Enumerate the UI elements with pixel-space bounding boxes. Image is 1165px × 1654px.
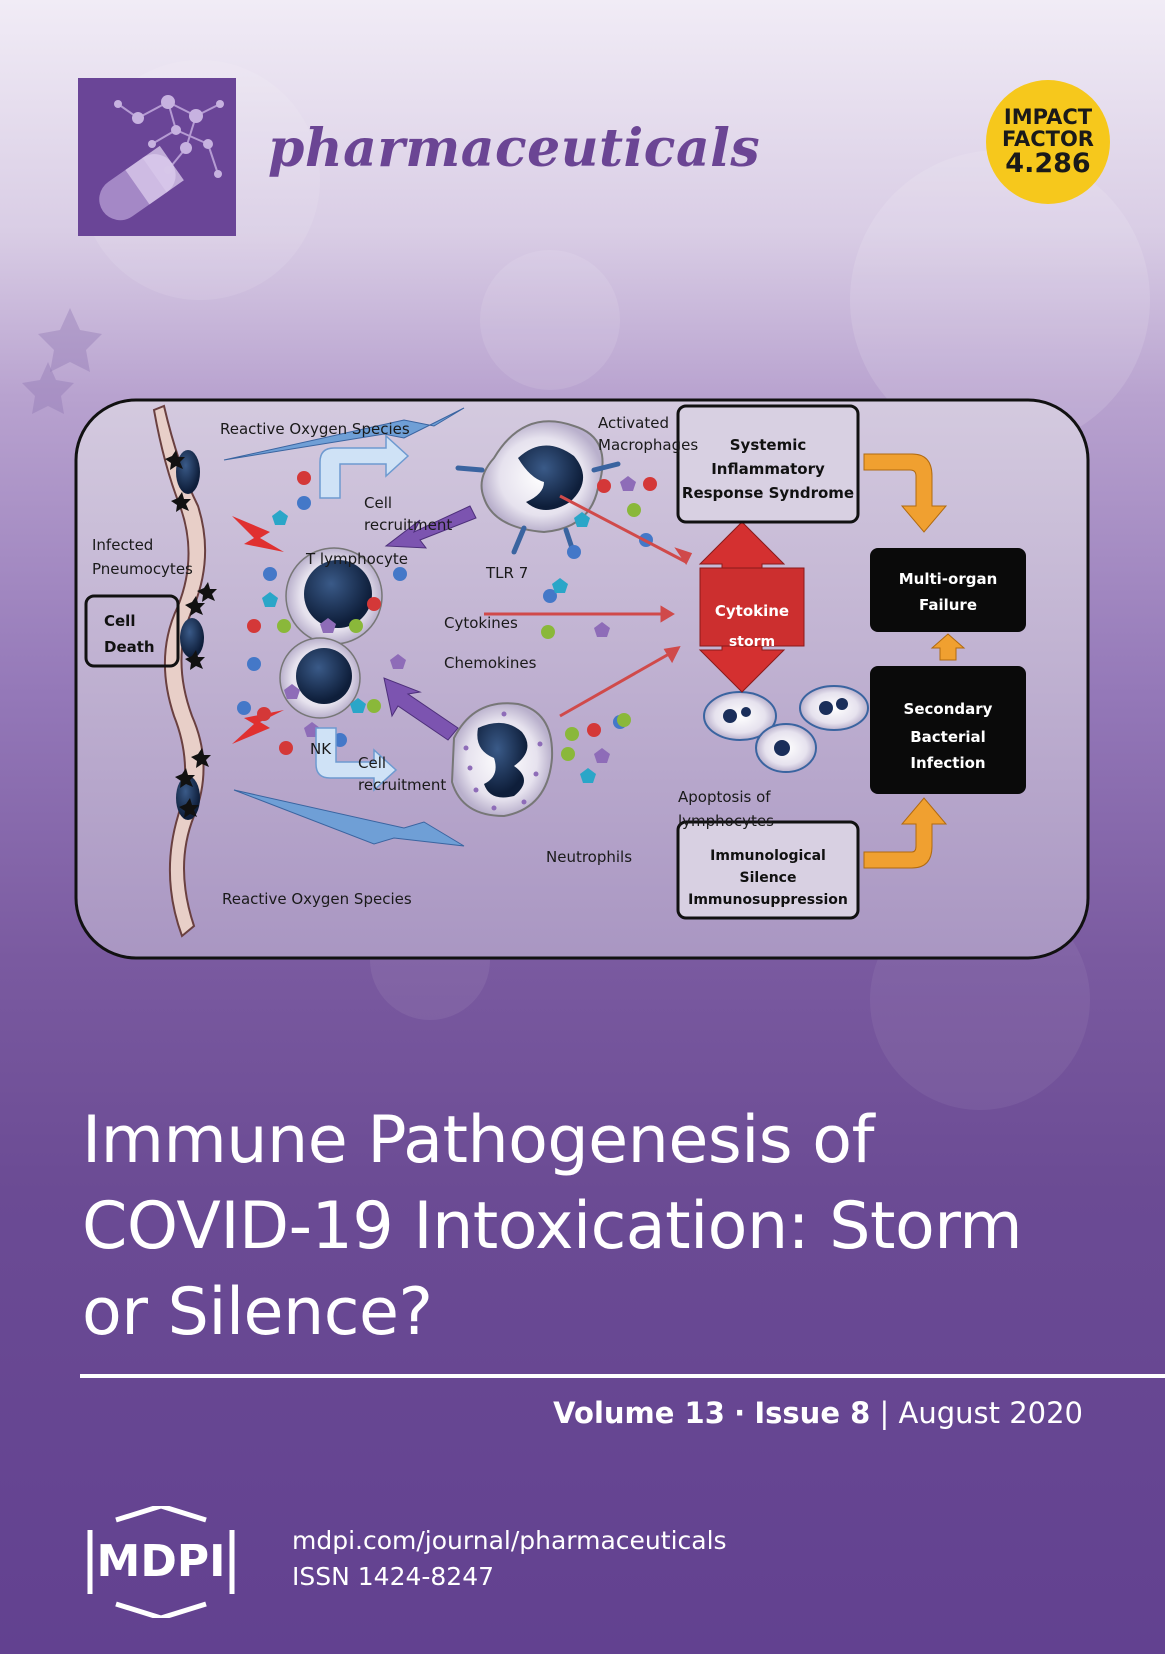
issn: ISSN 1424-8247 (292, 1562, 495, 1591)
impact-label-2: FACTOR (1002, 126, 1094, 151)
label-immuno-1: Immunological (710, 848, 826, 864)
label-pneumocytes: Pneumocytes (92, 560, 193, 578)
label-sirs-2: Inflammatory (711, 460, 825, 478)
mdpi-logo: MDPI (87, 1506, 235, 1618)
neutrophil-cell (450, 702, 554, 818)
cytokine-storm-block (698, 521, 805, 693)
label-ros-bottom: Reactive Oxygen Species (222, 890, 412, 908)
label-cell-recruitment-bottom-2: recruitment (358, 776, 446, 794)
label-tlr7: TLR 7 (485, 564, 528, 582)
label-activated: Activated (598, 414, 669, 432)
label-sirs-3: Response Syndrome (682, 484, 854, 502)
label-t-lymphocyte: T lymphocyte (305, 550, 408, 568)
issue-info: Volume 13 · Issue 8 | August 2020 (553, 1396, 1083, 1430)
label-multi-1: Multi-organ (899, 570, 998, 588)
cell-recruitment-arrow-bottom (315, 727, 398, 792)
ros-top-band (223, 407, 465, 461)
orange-arrow-immuno (863, 797, 948, 869)
label-neutrophils: Neutrophils (546, 848, 632, 866)
sirs-box (676, 404, 860, 524)
lightning-bolt-1 (232, 516, 284, 552)
impact-factor-badge: IMPACT FACTOR 4.286 (986, 80, 1110, 204)
label-cell-death-2: Death (104, 638, 155, 656)
label-immuno-3: Immunosuppression (688, 892, 848, 908)
mdpi-logo-text: MDPI (97, 1536, 226, 1587)
cell-death-box (84, 594, 180, 668)
label-apoptosis-2: lymphocytes (678, 812, 774, 830)
multi-organ-box (870, 548, 1026, 632)
label-nk: NK (310, 740, 332, 758)
impact-label-1: IMPACT (1003, 104, 1093, 129)
pill-molecule-icon (99, 95, 224, 221)
label-multi-2: Failure (919, 596, 977, 614)
cytokine-particles (237, 471, 657, 783)
label-secondary-3: Infection (910, 754, 985, 772)
volume-label: Volume 13 (553, 1396, 725, 1430)
label-apoptosis-1: Apoptosis of (678, 788, 771, 806)
title-line-1: Immune Pathogenesis of (82, 1103, 874, 1178)
orange-arrow-up-small (930, 633, 966, 661)
journal-url[interactable]: mdpi.com/journal/pharmaceuticals (292, 1526, 727, 1555)
label-cell-recruitment-top-1: Cell (364, 494, 392, 512)
lightning-bolt-2 (232, 710, 284, 744)
label-cell-recruitment-top-2: recruitment (364, 516, 452, 534)
label-ros-top: Reactive Oxygen Species (220, 420, 410, 438)
secondary-infection-box (870, 666, 1026, 794)
label-cell-recruitment-bottom-1: Cell (358, 754, 386, 772)
cell-recruitment-arrow-top (319, 434, 410, 499)
label-cytokines: Cytokines (444, 614, 518, 632)
label-immuno-2: Silence (740, 870, 797, 886)
label-cell-death-1: Cell (104, 612, 135, 630)
article-title: Immune Pathogenesis of COVID-19 Intoxica… (82, 1098, 1142, 1356)
label-macrophages: Macrophages (598, 436, 698, 454)
issue-divider: | (879, 1396, 890, 1430)
label-sirs-1: Systemic (730, 436, 807, 454)
label-secondary-1: Secondary (904, 700, 993, 718)
title-line-2: COVID-19 Intoxication: Storm (82, 1189, 1023, 1264)
purple-arrow-macrophage-to-t (384, 505, 477, 549)
journal-logo (78, 78, 236, 236)
divider-rule (80, 1374, 1165, 1378)
label-chemokines: Chemokines (444, 654, 537, 672)
activated-macrophage-cell (455, 420, 621, 557)
ros-bottom-band (233, 789, 465, 847)
issue-label: Issue 8 (754, 1396, 871, 1430)
label-storm-2: storm (729, 634, 775, 650)
label-secondary-2: Bacterial (910, 728, 986, 746)
nk-cell (279, 637, 361, 719)
issue-separator: · (734, 1396, 746, 1430)
label-storm-1: Cytokine (715, 602, 789, 620)
label-infected: Infected (92, 536, 153, 554)
apoptotic-lymphocytes (703, 685, 869, 773)
journal-name: pharmaceuticals (268, 118, 761, 179)
pneumocyte-cells (152, 404, 217, 938)
orange-arrow-sirs (863, 453, 948, 533)
purple-arrow-neutrophil-to-nk (383, 677, 459, 741)
impact-value: 4.286 (1005, 147, 1091, 179)
title-line-3: or Silence? (82, 1275, 433, 1350)
immuno-silence-box (676, 820, 860, 920)
issue-date: August 2020 (898, 1396, 1083, 1430)
covid-pathogenesis-diagram: Reactive Oxygen Species Reactive Oxygen … (74, 398, 1090, 960)
